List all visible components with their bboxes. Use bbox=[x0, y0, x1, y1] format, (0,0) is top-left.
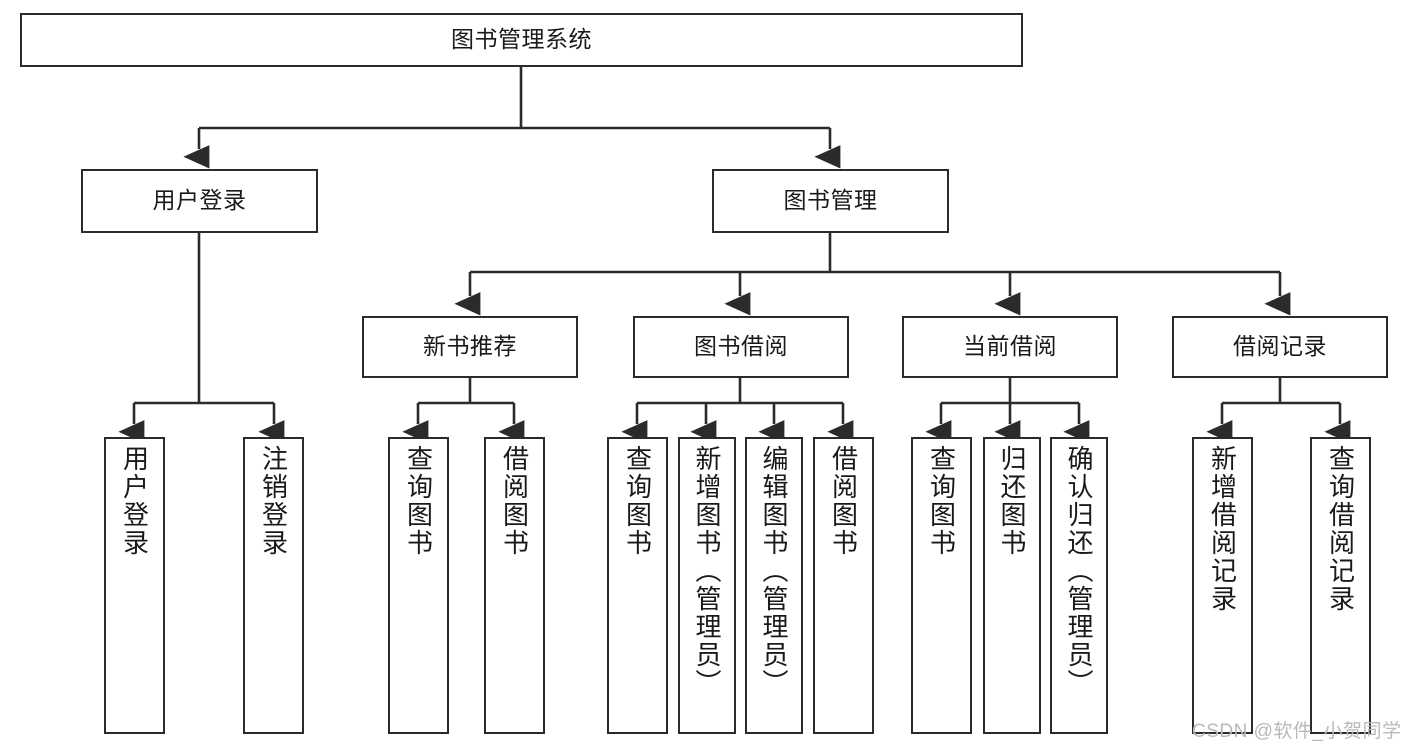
leaf-borrow-borrow-book[interactable]: 借阅图书 bbox=[813, 437, 874, 734]
node-label: 借阅图书 bbox=[828, 445, 859, 557]
node-label: 查询借阅记录 bbox=[1325, 445, 1356, 613]
node-label: 用户登录 bbox=[152, 187, 247, 214]
node-label: 新增图书（管理员） bbox=[692, 445, 722, 697]
node-label: 查询图书 bbox=[622, 445, 653, 557]
leaf-current-confirm-return-admin[interactable]: 确认归还（管理员） bbox=[1050, 437, 1108, 734]
node-label: 图书借阅 bbox=[694, 333, 788, 360]
node-label: 确认归还（管理员） bbox=[1064, 445, 1094, 697]
csdn-watermark: CSDN @软件_小贺同学 bbox=[1192, 721, 1402, 742]
node-label: 编辑图书（管理员） bbox=[759, 445, 789, 697]
node-book-management[interactable]: 图书管理 bbox=[712, 169, 949, 233]
node-label: 查询图书 bbox=[926, 445, 957, 557]
leaf-user-login-login[interactable]: 用户登录 bbox=[104, 437, 165, 734]
node-borrow-record[interactable]: 借阅记录 bbox=[1172, 316, 1388, 378]
node-user-login[interactable]: 用户登录 bbox=[81, 169, 318, 233]
node-label: 新书推荐 bbox=[423, 333, 517, 360]
leaf-recommend-borrow-book[interactable]: 借阅图书 bbox=[484, 437, 545, 734]
node-new-book-recommend[interactable]: 新书推荐 bbox=[362, 316, 578, 378]
leaf-recommend-query-book[interactable]: 查询图书 bbox=[388, 437, 449, 734]
node-label: 新增借阅记录 bbox=[1207, 445, 1238, 613]
node-label: 用户登录 bbox=[119, 445, 150, 557]
node-label: 归还图书 bbox=[997, 445, 1027, 557]
node-label: 借阅图书 bbox=[499, 445, 530, 557]
node-label: 当前借阅 bbox=[963, 333, 1057, 360]
leaf-borrow-edit-book-admin[interactable]: 编辑图书（管理员） bbox=[745, 437, 803, 734]
node-book-borrow[interactable]: 图书借阅 bbox=[633, 316, 849, 378]
leaf-current-return-book[interactable]: 归还图书 bbox=[983, 437, 1041, 734]
leaf-record-add-record[interactable]: 新增借阅记录 bbox=[1192, 437, 1253, 734]
leaf-borrow-query-book[interactable]: 查询图书 bbox=[607, 437, 668, 734]
leaf-user-login-logout[interactable]: 注销登录 bbox=[243, 437, 304, 734]
leaf-borrow-add-book-admin[interactable]: 新增图书（管理员） bbox=[678, 437, 736, 734]
node-label: 图书管理系统 bbox=[451, 26, 592, 53]
node-root-system[interactable]: 图书管理系统 bbox=[20, 13, 1023, 67]
leaf-current-query-book[interactable]: 查询图书 bbox=[911, 437, 972, 734]
leaf-record-query-record[interactable]: 查询借阅记录 bbox=[1310, 437, 1371, 734]
node-label: 查询图书 bbox=[403, 445, 434, 557]
node-label: 图书管理 bbox=[783, 187, 878, 214]
node-label: 注销登录 bbox=[258, 445, 289, 557]
node-current-borrow[interactable]: 当前借阅 bbox=[902, 316, 1118, 378]
node-label: 借阅记录 bbox=[1233, 333, 1327, 360]
